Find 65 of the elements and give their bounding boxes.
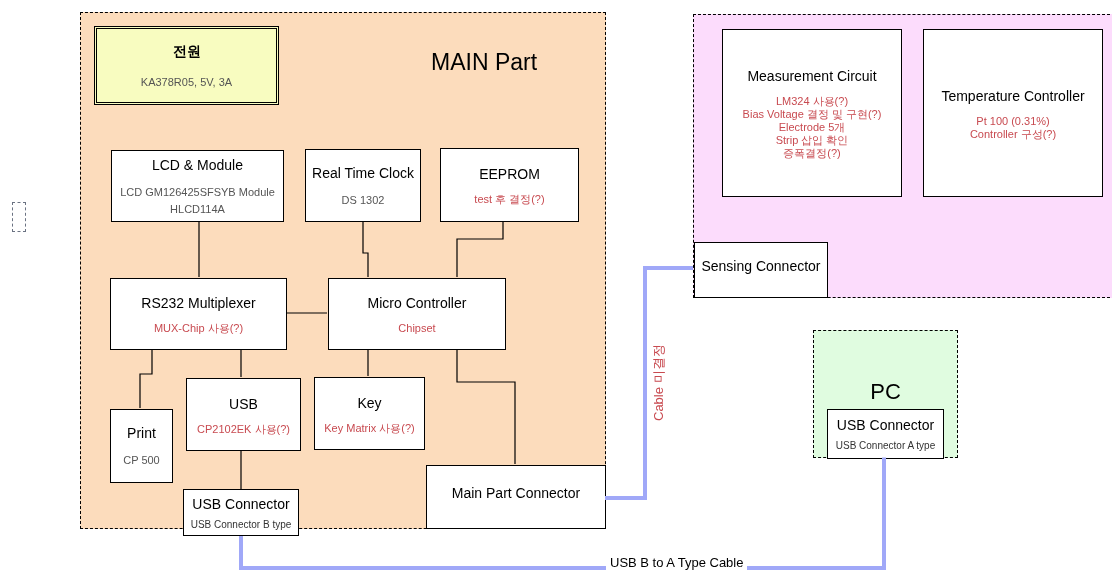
box-title: Main Part Connector bbox=[451, 483, 581, 503]
usb-connector-box bbox=[827, 409, 944, 459]
rtc-box bbox=[305, 149, 421, 222]
box-title: Print bbox=[127, 424, 156, 444]
temperature-controller-box bbox=[923, 29, 1103, 197]
box-title: LCD & Module bbox=[151, 156, 243, 175]
multiplexer-box bbox=[110, 278, 287, 350]
box-note: DS 1302 bbox=[341, 192, 385, 208]
cable-line bbox=[605, 266, 693, 500]
region-title: MAIN Part bbox=[431, 48, 538, 77]
connector-line bbox=[240, 449, 242, 490]
box-note: LM324 사용(?) bbox=[775, 95, 849, 108]
key-box bbox=[314, 377, 425, 450]
usb-box bbox=[186, 378, 301, 451]
box-note: 증폭결정(?) bbox=[783, 147, 841, 160]
dashed-box bbox=[12, 202, 26, 232]
region-title: PC bbox=[869, 378, 902, 406]
measurement-circuit-box bbox=[722, 29, 902, 197]
lcd-module-box bbox=[111, 150, 284, 222]
box-note: USB Connector B type bbox=[190, 517, 292, 532]
box-title: Real Time Clock bbox=[312, 163, 414, 183]
pc-region bbox=[813, 330, 958, 458]
main-part-connector-box bbox=[426, 465, 606, 529]
eeprom-box bbox=[440, 148, 579, 222]
box-note: Controller 구성(?) bbox=[969, 127, 1057, 141]
box-note: Strip 삽입 확인 bbox=[775, 134, 849, 147]
box-title: EEPROM bbox=[479, 165, 540, 184]
box-title: USB Connector bbox=[836, 415, 935, 435]
box-title: Key bbox=[357, 393, 382, 413]
connector-line bbox=[285, 312, 328, 314]
box-note: test 후 결정(?) bbox=[474, 193, 545, 206]
print-box bbox=[110, 409, 173, 483]
connector-line bbox=[362, 220, 369, 278]
box-note: CP 500 bbox=[123, 453, 160, 469]
box-note: Electrode 5개 bbox=[778, 121, 846, 134]
box-note: KA378R05, 5V, 3A bbox=[140, 74, 233, 90]
box-note: Pt 100 (0.31%) bbox=[976, 114, 1050, 128]
sensing-connector-box bbox=[694, 242, 828, 298]
box-note: LCD GM126425SFSYB Module HLCD114A bbox=[119, 185, 276, 217]
box-title: RS232 Multiplexer bbox=[141, 294, 256, 313]
main-part-region bbox=[80, 12, 606, 529]
edge-label: Cable 미결정 bbox=[651, 343, 667, 422]
box-note: Chipset bbox=[398, 322, 436, 335]
micro-controller-box bbox=[328, 278, 506, 350]
connector-line bbox=[456, 220, 504, 278]
box-note: Key Matrix 사용(?) bbox=[324, 421, 415, 435]
box-note: Bias Voltage 결정 및 구현(?) bbox=[742, 108, 882, 121]
box-title: Sensing Connector bbox=[701, 256, 821, 276]
box-note: USB Connector A type bbox=[835, 438, 936, 453]
box-title: USB bbox=[229, 394, 258, 414]
sensing-part-region bbox=[693, 14, 1112, 298]
box-note: CP2102EK 사용(?) bbox=[197, 422, 290, 436]
connector-line bbox=[139, 348, 153, 409]
power-box bbox=[94, 26, 279, 105]
box-note: MUX-Chip 사용(?) bbox=[153, 322, 244, 335]
box-title: USB Connector bbox=[192, 494, 290, 514]
connector-line bbox=[198, 220, 200, 278]
box-title: Micro Controller bbox=[367, 294, 467, 313]
box-title: Temperature Controller bbox=[941, 86, 1085, 106]
box-title: Measurement Circuit bbox=[747, 67, 877, 86]
connector-line bbox=[367, 348, 369, 377]
box-title: 전원 bbox=[172, 41, 201, 61]
usb-connector-box bbox=[183, 489, 299, 536]
connector-line bbox=[456, 348, 516, 465]
connector-line bbox=[240, 348, 242, 378]
